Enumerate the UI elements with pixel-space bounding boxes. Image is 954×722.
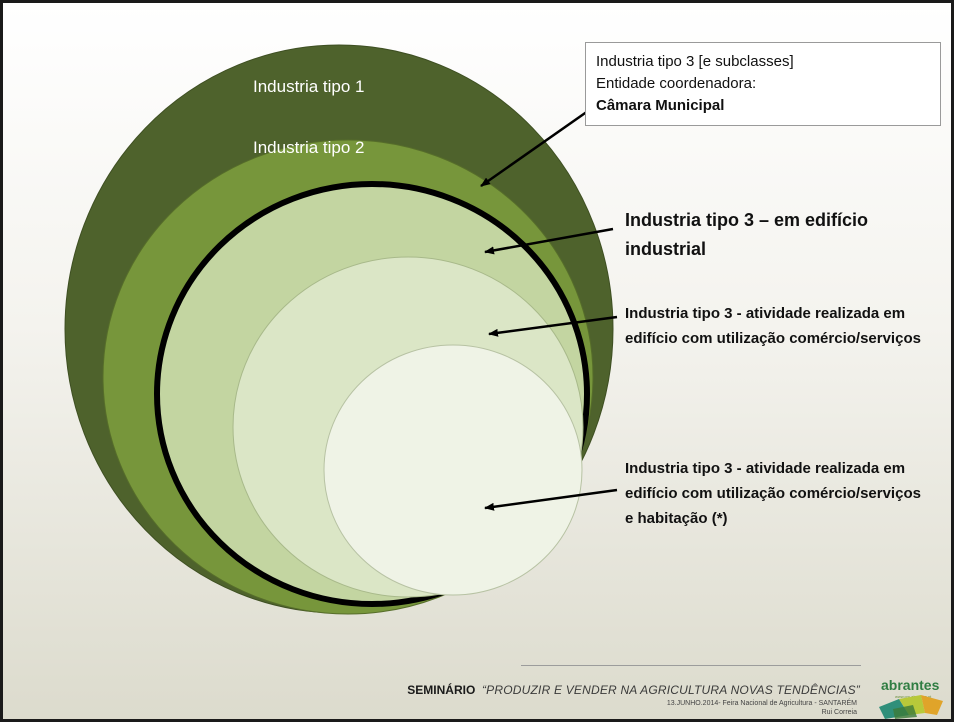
footer-seminar-title: “PRODUZIR E VENDER NA AGRICULTURA NOVAS … xyxy=(481,683,860,697)
footer-seminar-line: SEMINÁRIO “PRODUZIR E VENDER NA AGRICULT… xyxy=(370,683,860,701)
arrow-to-ring xyxy=(480,109,589,188)
arrow-to-comercio-servicos xyxy=(488,315,618,337)
description-comercio-servicos-habitacao: Industria tipo 3 - atividade realizada e… xyxy=(625,460,921,527)
footer-event: 13.JUNHO.2014- Feira Nacional de Agricul… xyxy=(666,700,857,707)
description-edificio-industrial: Industria tipo 3 – em edifício industria… xyxy=(625,210,869,259)
circle-comercio-servicos-habitacao xyxy=(323,344,583,596)
arrow-to-edificio-industrial xyxy=(484,227,614,255)
description-comercio-servicos: Industria tipo 3 - atividade realizada e… xyxy=(625,305,921,347)
label-industria-tipo-1: Industria tipo 1 xyxy=(253,77,365,96)
info-box-coordinating-entity: Câmara Municipal xyxy=(596,97,725,114)
nested-circles-diagram xyxy=(64,44,618,615)
footer-divider xyxy=(521,665,861,666)
arrow-to-habitacao xyxy=(484,488,618,511)
abrantes-logo-mark xyxy=(879,695,943,719)
label-industria-tipo-2: Industria tipo 2 xyxy=(253,138,365,157)
abrantes-logo: abrantes www.cm-abrantes.pt xyxy=(873,675,951,719)
footer-seminar-label: SEMINÁRIO xyxy=(407,683,476,697)
info-box-line-1: Industria tipo 3 [e subclasses] xyxy=(596,53,794,70)
abrantes-logo-text: abrantes xyxy=(881,677,940,693)
info-box-line-2: Entidade coordenadora: xyxy=(596,75,757,92)
info-box-industria-tipo-3: Industria tipo 3 [e subclasses] Entidade… xyxy=(585,42,941,126)
footer-author: Rui Correia xyxy=(821,709,857,716)
